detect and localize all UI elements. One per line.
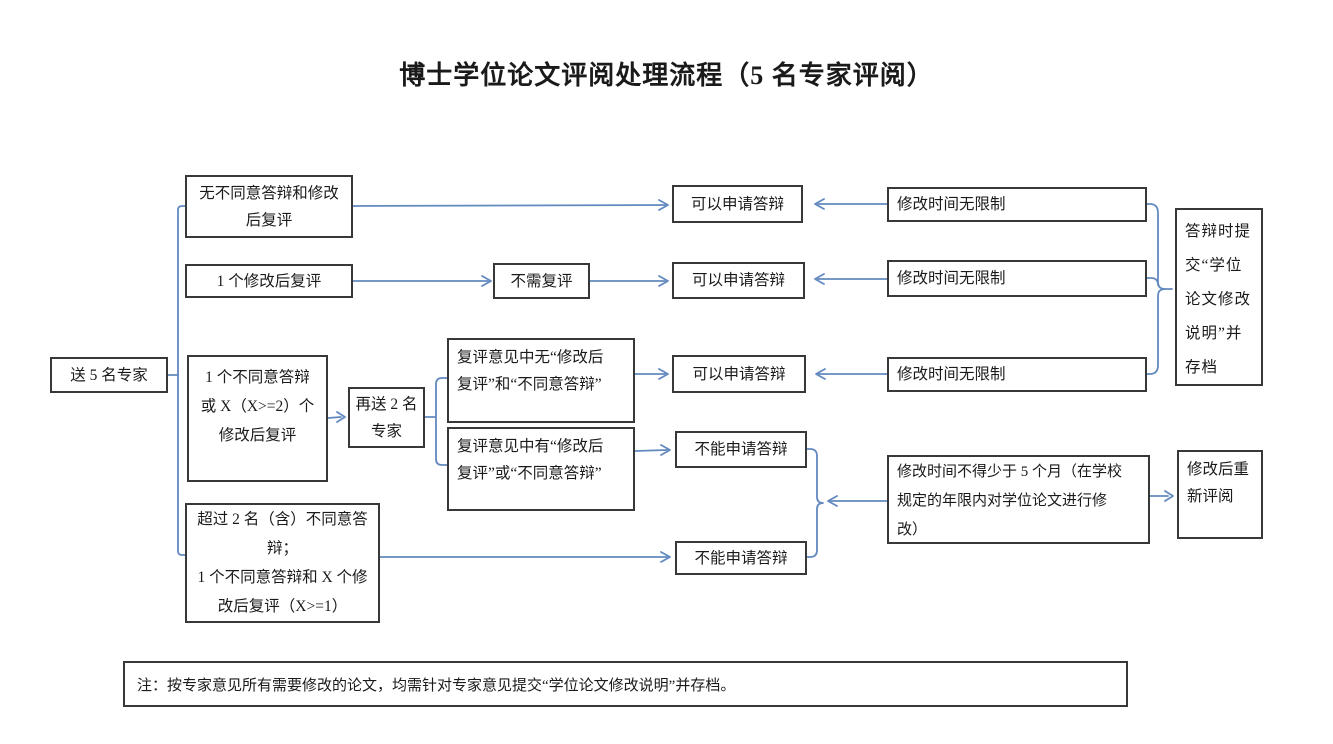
node-rereview-with-negative: 复评意见中有“修改后 复评”或“不同意答辩” bbox=[447, 427, 635, 511]
arrowhead-nolimit3 bbox=[815, 368, 826, 380]
arrowhead-canapply1 bbox=[658, 199, 669, 211]
arrowhead-fivemonths-cannot bbox=[827, 495, 838, 507]
node-rereview-without-negative: 复评意见中无“修改后 复评”和“不同意答辩” bbox=[447, 338, 635, 423]
node-cannot-apply-defense-1: 不能申请答辩 bbox=[675, 431, 807, 468]
connector-nolimit-brace-mid bbox=[1146, 277, 1159, 286]
node-submit-revision-note-archive: 答辩时提 交“学位 论文修改 说明”并 存档 bbox=[1175, 208, 1263, 386]
connector-branch1-canapply1 bbox=[352, 204, 666, 207]
footnote: 注：按专家意见所有需要修改的论文，均需针对专家意见提交“学位论文修改说明”并存档… bbox=[123, 661, 1128, 707]
arrowhead-canapply2 bbox=[658, 275, 669, 287]
arrowhead-cannot2 bbox=[660, 551, 671, 563]
arrowhead-noneed bbox=[481, 275, 492, 287]
connector-nolimit-brace-bottom bbox=[1146, 288, 1166, 375]
arrowhead-rereview bbox=[1164, 490, 1174, 502]
node-min-5-months-revision: 修改时间不得少于 5 个月（在学校 规定的年限内对学位论文进行修 改） bbox=[887, 455, 1150, 544]
node-no-time-limit-3: 修改时间无限制 bbox=[887, 357, 1147, 392]
connector-cannot-brace bbox=[806, 448, 824, 558]
node-can-apply-defense-2: 可以申请答辩 bbox=[672, 262, 805, 299]
connector-reviewhas-cannot1 bbox=[634, 449, 668, 452]
connector-branch3-resend2 bbox=[327, 416, 342, 419]
node-one-rereview: 1 个修改后复评 bbox=[185, 264, 353, 298]
arrowhead-cannot1 bbox=[660, 444, 671, 456]
connector-resend2-split bbox=[424, 377, 448, 466]
diagram-title: 博士学位论文评阅处理流程（5 名专家评阅） bbox=[399, 61, 934, 90]
node-rereview-after-revision: 修改后重 新评阅 bbox=[1177, 450, 1263, 539]
node-no-time-limit-2: 修改时间无限制 bbox=[887, 260, 1147, 297]
node-resend-2-experts: 再送 2 名 专家 bbox=[348, 387, 425, 448]
node-no-time-limit-1: 修改时间无限制 bbox=[887, 187, 1147, 222]
arrowhead-nolimit1 bbox=[814, 198, 825, 210]
node-one-disagree-or-x-rereview: 1 个不同意答辩 或 X（X>=2）个 修改后复评 bbox=[187, 355, 328, 482]
connector-nolimit-brace-top bbox=[1146, 203, 1173, 290]
connector-left-brace bbox=[177, 205, 186, 556]
arrowhead-canapply3 bbox=[658, 368, 669, 380]
arrowhead-resend2 bbox=[336, 411, 346, 423]
arrowhead-nolimit2 bbox=[814, 273, 825, 285]
node-can-apply-defense-1: 可以申请答辩 bbox=[672, 185, 803, 223]
node-cannot-apply-defense-2: 不能申请答辩 bbox=[675, 541, 807, 575]
node-over-two-disagree: 超过 2 名（含）不同意答 辩； 1 个不同意答辩和 X 个修 改后复评（X>=… bbox=[185, 503, 380, 623]
node-no-disagree-no-rereview: 无不同意答辩和修改 后复评 bbox=[185, 175, 353, 238]
node-can-apply-defense-3: 可以申请答辩 bbox=[672, 355, 806, 393]
node-send-5-experts: 送 5 名专家 bbox=[50, 357, 168, 393]
node-no-rereview-needed: 不需复评 bbox=[493, 263, 590, 299]
